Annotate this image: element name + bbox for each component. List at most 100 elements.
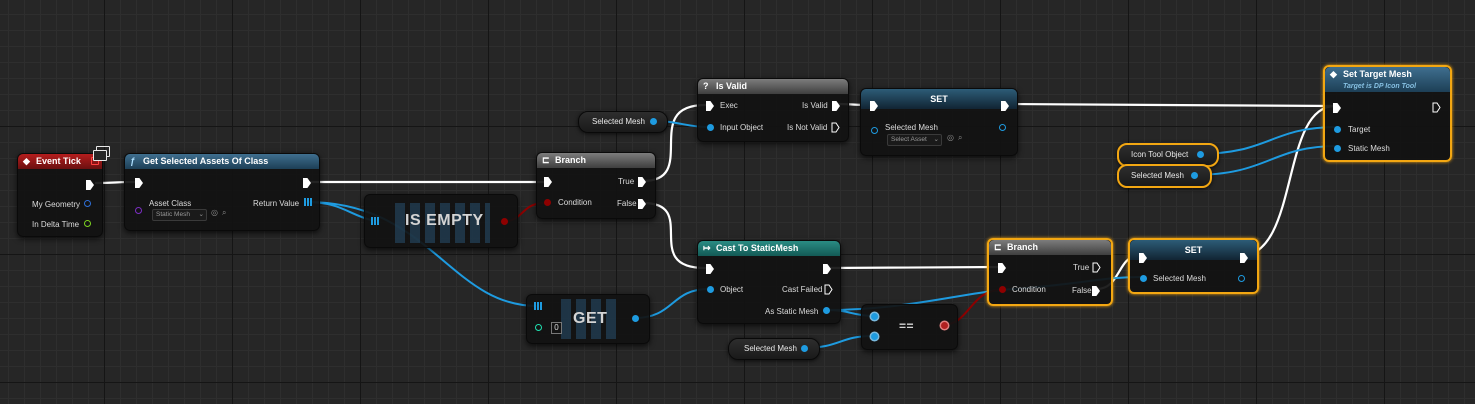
exec-input-pin[interactable] xyxy=(1333,103,1341,113)
exec-input-pin[interactable] xyxy=(870,101,878,111)
selected-mesh-variable-selected[interactable]: Selected Mesh xyxy=(1117,164,1212,188)
pin-label-cast-failed: Cast Failed xyxy=(782,285,823,294)
node-header: ? Is Valid xyxy=(698,79,848,94)
object-output-pin[interactable] xyxy=(1197,151,1204,158)
bool-output-pin[interactable] xyxy=(501,218,508,225)
exec-true-pin[interactable] xyxy=(1092,262,1101,273)
branch-node[interactable]: ⊏ Branch True Condition False xyxy=(536,152,656,219)
object-output-pin[interactable] xyxy=(801,345,808,352)
target-input-pin[interactable] xyxy=(1334,126,1341,133)
equals-node[interactable]: == xyxy=(861,304,958,350)
object-output-pin[interactable] xyxy=(1238,275,1245,282)
struct-output-pin[interactable] xyxy=(84,200,91,207)
array-input-pin[interactable] xyxy=(371,217,379,225)
pin-label-true: True xyxy=(1073,263,1090,272)
asset-class-dropdown[interactable]: Static Mesh ⌄ xyxy=(152,209,207,221)
pin-label-input-object: Input Object xyxy=(720,123,764,132)
exec-false-pin[interactable] xyxy=(1092,286,1100,296)
pin-label-true: True xyxy=(618,177,635,186)
node-title: SET xyxy=(1184,245,1203,255)
pin-label-false: False xyxy=(1072,286,1092,295)
pin-label-static-mesh: Static Mesh xyxy=(1348,144,1390,153)
exec-output-pin[interactable] xyxy=(1240,253,1248,263)
function-icon: ƒ xyxy=(130,156,136,166)
exec-not-valid-pin[interactable] xyxy=(831,122,840,133)
exec-output-pin[interactable] xyxy=(86,180,94,190)
object-input-pin[interactable] xyxy=(707,286,714,293)
exec-input-pin[interactable] xyxy=(1139,253,1147,263)
node-pattern xyxy=(561,299,621,339)
bool-input-pin[interactable] xyxy=(544,199,551,206)
event-tick-node[interactable]: ◆ Event Tick My Geometry In Delta Time xyxy=(17,153,103,237)
object-output-pin[interactable] xyxy=(999,124,1006,131)
chevron-down-icon: ⌄ xyxy=(198,211,204,218)
set-node-selected[interactable]: SET Selected Mesh xyxy=(1128,238,1259,294)
exec-output-pin[interactable] xyxy=(303,178,311,188)
variable-label: Selected Mesh xyxy=(744,344,797,353)
select-asset-dropdown[interactable]: Select Asset ⌄ xyxy=(887,134,942,146)
object-input-pin[interactable] xyxy=(871,127,878,134)
index-field[interactable]: 0 xyxy=(551,322,562,334)
node-header: ◆ Set Target Mesh Target is DP Icon Tool xyxy=(1325,67,1450,92)
object-output-pin[interactable] xyxy=(650,118,657,125)
node-title: Is Valid xyxy=(716,81,748,91)
selected-mesh-variable[interactable]: Selected Mesh xyxy=(728,338,820,360)
is-empty-node[interactable]: IS EMPTY xyxy=(364,194,518,248)
object-output-pin[interactable] xyxy=(632,315,639,322)
icon-tool-object-variable[interactable]: Icon Tool Object xyxy=(1117,143,1219,167)
exec-output-pin[interactable] xyxy=(1001,101,1009,111)
object-input-pin-a[interactable] xyxy=(871,313,878,320)
branch-icon: ⊏ xyxy=(542,155,550,165)
exec-input-pin[interactable] xyxy=(706,264,714,274)
exec-input-pin[interactable] xyxy=(706,101,714,111)
browse-icon[interactable]: ◎ xyxy=(947,133,954,142)
search-icon[interactable]: ⌕ xyxy=(222,208,227,217)
bool-output-pin[interactable] xyxy=(941,322,948,329)
int-input-pin[interactable] xyxy=(535,324,542,331)
get-selected-assets-node[interactable]: ƒ Get Selected Assets Of Class Asset Cla… xyxy=(124,153,320,231)
object-input-pin-b[interactable] xyxy=(871,333,878,340)
array-input-pin[interactable] xyxy=(534,302,542,310)
exec-true-pin[interactable] xyxy=(638,177,646,187)
exec-output-pin[interactable] xyxy=(1432,102,1441,113)
exec-cast-failed-pin[interactable] xyxy=(824,284,833,295)
static-mesh-input-pin[interactable] xyxy=(1334,145,1341,152)
exec-input-pin[interactable] xyxy=(998,263,1006,273)
exec-valid-pin[interactable] xyxy=(832,101,840,111)
node-header: ⊏ Branch xyxy=(537,153,655,168)
class-input-pin[interactable] xyxy=(135,207,142,214)
selected-mesh-variable[interactable]: Selected Mesh xyxy=(578,111,668,133)
exec-false-pin[interactable] xyxy=(638,199,646,209)
object-input-pin[interactable] xyxy=(1140,275,1147,282)
node-header: SET xyxy=(861,89,1017,109)
pin-label-my-geometry: My Geometry xyxy=(32,200,81,209)
exec-output-pin[interactable] xyxy=(823,264,831,274)
browse-icon[interactable]: ◎ xyxy=(211,208,218,217)
node-title: Event Tick xyxy=(36,156,81,166)
node-header: SET xyxy=(1130,240,1257,260)
is-valid-node[interactable]: ? Is Valid Exec Is Valid Input Object Is… xyxy=(697,78,849,142)
pin-label-false: False xyxy=(617,199,637,208)
node-title: Set Target Mesh xyxy=(1343,69,1412,79)
node-header: ◆ Event Tick xyxy=(18,154,102,169)
set-node[interactable]: SET Selected Mesh Select Asset ⌄ ◎ ⌕ xyxy=(860,88,1018,156)
float-output-pin[interactable] xyxy=(84,220,91,227)
branch-node-selected[interactable]: ⊏ Branch True Condition False xyxy=(987,238,1113,306)
exec-input-pin[interactable] xyxy=(135,178,143,188)
exec-input-pin[interactable] xyxy=(544,177,552,187)
object-output-pin[interactable] xyxy=(1191,172,1198,179)
search-icon[interactable]: ⌕ xyxy=(958,133,963,142)
object-input-pin[interactable] xyxy=(707,124,714,131)
get-node[interactable]: 0 GET xyxy=(526,294,650,344)
cast-node[interactable]: ↦ Cast To StaticMesh Object Cast Failed … xyxy=(697,240,841,324)
node-title: GET xyxy=(573,310,608,327)
set-target-mesh-node[interactable]: ◆ Set Target Mesh Target is DP Icon Tool… xyxy=(1323,65,1452,162)
object-output-pin[interactable] xyxy=(823,307,830,314)
node-title: SET xyxy=(930,94,948,104)
array-output-pin[interactable] xyxy=(304,198,312,206)
function-icon: ◆ xyxy=(1330,69,1337,79)
pin-label-asset-class: Asset Class xyxy=(149,199,192,208)
node-header: ↦ Cast To StaticMesh xyxy=(698,241,840,256)
bool-input-pin[interactable] xyxy=(999,286,1006,293)
